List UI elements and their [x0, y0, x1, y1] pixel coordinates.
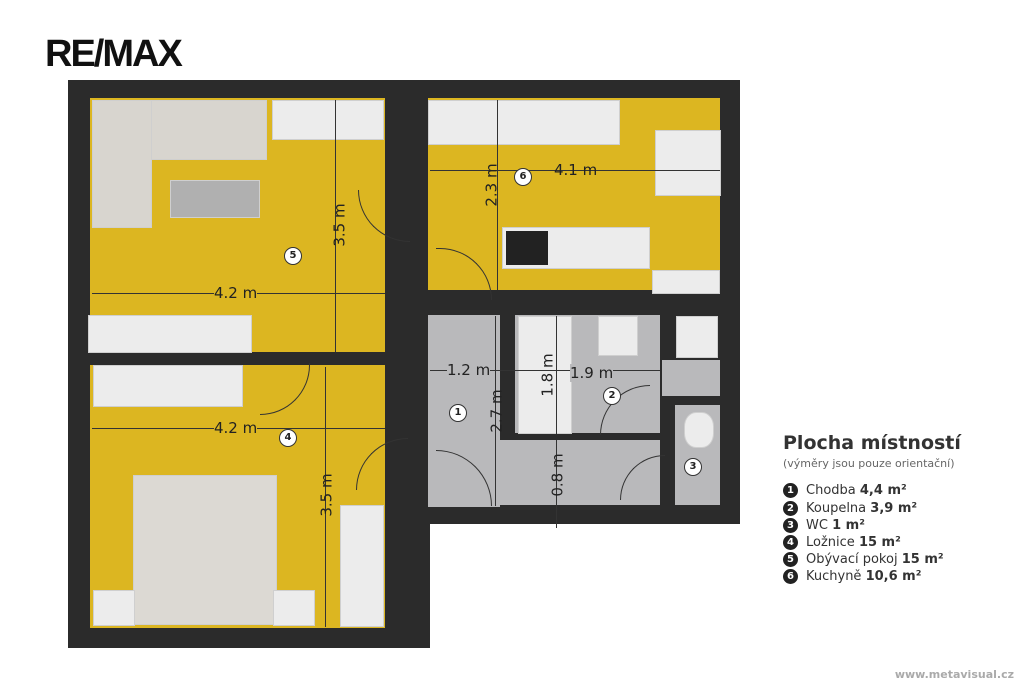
tv-cabinet	[88, 315, 252, 353]
dim-line-hall-width	[430, 370, 660, 371]
legend-title: Plocha místností	[783, 432, 961, 454]
room-number-living: 5	[284, 247, 302, 265]
legend-area: 10,6 m²	[865, 569, 922, 584]
kitchen-cabinet	[652, 270, 720, 294]
dim-line-bedroom-height	[325, 367, 326, 627]
legend-item: 6 Kuchyně 10,6 m²	[783, 569, 921, 584]
legend-area: 15 m²	[858, 535, 901, 550]
dim-bath-tub: 1.8 m	[538, 353, 557, 397]
dim-bedroom-height: 3.5 m	[317, 473, 336, 517]
number-badge-icon: 4	[783, 535, 798, 550]
desk	[272, 100, 384, 140]
number-badge-icon: 2	[783, 501, 798, 516]
washing-machine	[676, 316, 718, 358]
number-badge-icon: 1	[783, 483, 798, 498]
legend-item: 1 Chodba 4,4 m²	[783, 483, 907, 498]
dim-line-hall-length	[495, 316, 496, 506]
room-number-bedroom: 4	[279, 429, 297, 447]
bed	[133, 475, 277, 625]
number-badge-icon: 6	[783, 569, 798, 584]
wardrobe	[93, 365, 243, 407]
website-link[interactable]: www.metavisual.cz	[894, 668, 1014, 681]
legend-area: 15 m²	[901, 552, 944, 567]
dim-line-tub	[556, 316, 557, 434]
legend-room: Kuchyně	[806, 569, 862, 584]
dim-bedroom-width: 4.2 m	[214, 419, 258, 437]
legend-area: 4,4 m²	[859, 483, 907, 498]
bathtub	[518, 316, 572, 434]
washbasin	[598, 316, 638, 356]
dim-corridor: 0.8 m	[548, 453, 567, 497]
dim-living-width: 4.2 m	[214, 284, 258, 302]
cooktop	[506, 231, 548, 265]
room-utility	[662, 360, 720, 396]
dim-line-living-height	[335, 100, 336, 352]
legend-room: WC	[806, 518, 828, 533]
legend-area: 3,9 m²	[870, 501, 918, 516]
nightstand-right	[273, 590, 315, 626]
dim-hall-width: 1.2 m	[447, 361, 491, 379]
dim-kitchen-width: 4.1 m	[554, 161, 598, 179]
room-number-kitchen: 6	[514, 168, 532, 186]
number-badge-icon: 5	[783, 552, 798, 567]
legend-item: 3 WC 1 m²	[783, 518, 865, 533]
dim-line-kitchen-width	[430, 170, 720, 171]
dim-line-corridor	[556, 440, 557, 528]
dining-table	[655, 130, 721, 196]
legend-subtitle: (výměry jsou pouze orientační)	[783, 457, 955, 470]
legend-item: 2 Koupelna 3,9 m²	[783, 501, 917, 516]
dim-bath-width: 1.9 m	[570, 364, 614, 382]
legend-room: Ložnice	[806, 535, 855, 550]
nightstand-left	[93, 590, 135, 626]
legend-area: 1 m²	[832, 518, 865, 533]
number-badge-icon: 3	[783, 518, 798, 533]
legend-item: 5 Obývací pokoj 15 m²	[783, 552, 944, 567]
sofa-chaise	[92, 100, 152, 228]
kitchen-counter-top	[428, 100, 620, 145]
room-number-wc: 3	[684, 458, 702, 476]
legend-item: 4 Ložnice 15 m²	[783, 535, 901, 550]
dim-living-height: 3.5 m	[330, 203, 349, 247]
toilet	[684, 412, 714, 448]
legend-room: Chodba	[806, 483, 856, 498]
legend-room: Koupelna	[806, 501, 867, 516]
dim-line-kitchen-height	[497, 100, 498, 290]
dim-hall-length: 2.7 m	[487, 389, 506, 433]
dim-kitchen-height: 2.3 m	[482, 163, 501, 207]
room-number-bath: 2	[603, 387, 621, 405]
remax-logo: RE/MAX	[45, 33, 183, 75]
bedroom-cabinet	[340, 505, 384, 627]
room-number-hall: 1	[449, 404, 467, 422]
coffee-table	[170, 180, 260, 218]
legend-room: Obývací pokoj	[806, 552, 898, 567]
